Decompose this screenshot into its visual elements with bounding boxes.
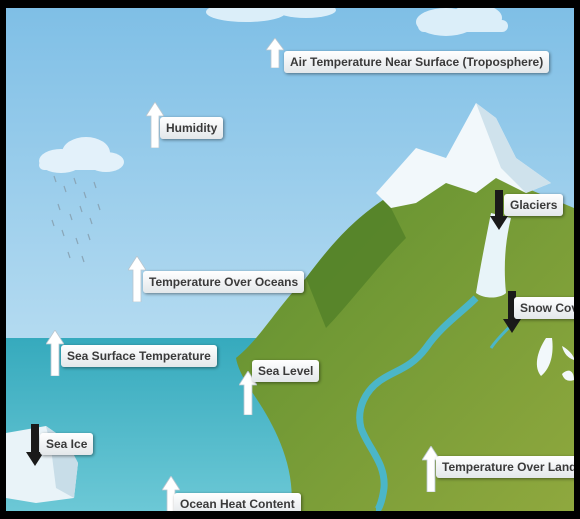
up-arrow-icon [162, 476, 180, 511]
cloud [416, 8, 508, 36]
landscape-illustration [6, 8, 574, 511]
up-arrow-icon [46, 330, 64, 376]
rain [51, 175, 101, 263]
snowy-peak [376, 103, 551, 208]
label-sea-ice: Sea Ice [40, 433, 94, 455]
up-arrow-icon [128, 256, 146, 302]
snow-patch [562, 370, 574, 381]
up-arrow-icon [266, 38, 284, 68]
label-temperature-over-oceans: Temperature Over Oceans [143, 271, 305, 293]
cloud [39, 137, 124, 173]
label-sea-level: Sea Level [252, 360, 320, 382]
up-arrow-icon [146, 102, 164, 148]
glacier [476, 213, 511, 298]
down-arrow-icon [490, 190, 508, 230]
river [356, 295, 479, 511]
up-arrow-icon [239, 371, 257, 415]
down-arrow-icon [26, 424, 44, 466]
snow-patch [562, 346, 574, 360]
label-humidity: Humidity [160, 117, 224, 139]
label-snow-cover: Snow Cover [514, 297, 574, 319]
snow-patch [536, 338, 553, 376]
snowy-peak-shade [476, 103, 551, 193]
label-sea-surface-temperature: Sea Surface Temperature [61, 345, 217, 367]
cloud [206, 8, 336, 22]
label-temperature-over-land: Temperature Over Land [436, 456, 574, 478]
land-shadow [306, 198, 406, 328]
climate-indicators-scene: Air Temperature Near Surface (Tropospher… [6, 8, 574, 511]
down-arrow-icon [503, 291, 521, 333]
label-air-temperature: Air Temperature Near Surface (Tropospher… [284, 51, 550, 73]
label-ocean-heat-content: Ocean Heat Content [174, 493, 301, 511]
label-glaciers: Glaciers [504, 194, 564, 216]
